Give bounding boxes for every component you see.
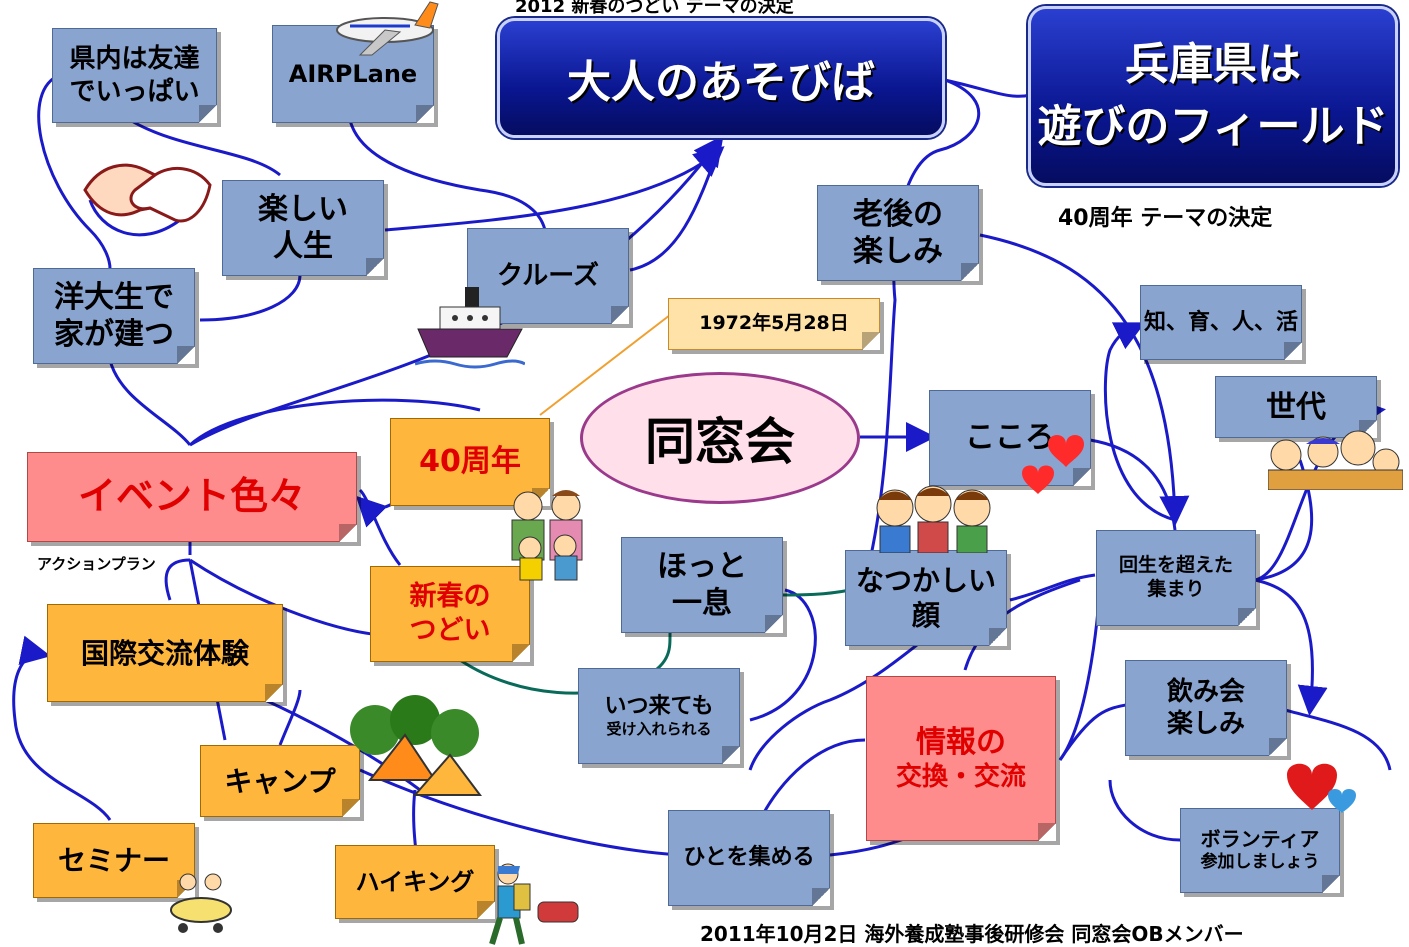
hyogo-line-2: 遊びのフィールド bbox=[1037, 101, 1389, 152]
hiker-icon bbox=[489, 863, 579, 945]
note-kokusai: 国際交流体験 bbox=[47, 604, 283, 702]
heart-balloon-icon bbox=[1287, 763, 1356, 813]
note-itsu-line-2: 受け入れられる bbox=[606, 720, 712, 739]
main-theme-box: 大人のあそびば bbox=[497, 18, 945, 138]
note-seminar-label: セミナー bbox=[57, 844, 170, 877]
note-nomikai-line-1: 飲み会 bbox=[1166, 676, 1245, 707]
note-seminar: セミナー bbox=[33, 823, 195, 898]
note-kaisei: 回生を超えた 集まり bbox=[1096, 530, 1256, 626]
note-hito: ひとを集める bbox=[668, 810, 830, 906]
hyogo-box: 兵庫県は 遊びのフィールド bbox=[1028, 6, 1398, 186]
note-kaisei-line-1: 回生を超えた bbox=[1118, 554, 1233, 577]
note-anniv40: 40周年 bbox=[390, 418, 550, 506]
center-oval: 同窓会 bbox=[580, 372, 860, 504]
main-theme-label: 大人のあそびば bbox=[567, 57, 875, 108]
note-chiiku: 知、育、人、活 bbox=[1140, 285, 1302, 360]
note-hotto-line-2: 一息 bbox=[672, 586, 732, 621]
date-note: 1972年5月28日 bbox=[668, 298, 880, 350]
anniv-caption: 40周年 テーマの決定 bbox=[1058, 206, 1273, 231]
note-cruise-label: クルーズ bbox=[497, 260, 599, 291]
kids-icon bbox=[876, 485, 991, 553]
note-camp-label: キャンプ bbox=[224, 764, 336, 798]
note-nomikai: 飲み会 楽しみ bbox=[1125, 660, 1287, 756]
note-hito-label: ひとを集める bbox=[683, 845, 815, 871]
note-kennai-line-2: でいっぱい bbox=[69, 76, 200, 107]
note-tanoshii-line-1: 楽しい bbox=[258, 191, 348, 227]
note-itsu: いつ来ても 受け入れられる bbox=[578, 668, 740, 764]
note-itsu-line-1: いつ来ても bbox=[604, 693, 714, 719]
note-hiking: ハイキング bbox=[335, 845, 495, 919]
note-joho-line-2: 交換・交流 bbox=[895, 762, 1026, 792]
note-volunteer-line-2: 参加しましょう bbox=[1200, 852, 1320, 873]
note-kaisei-line-2: 集まり bbox=[1147, 578, 1205, 600]
note-kokoro: こころ bbox=[929, 390, 1091, 486]
note-nomikai-line-2: 楽しみ bbox=[1166, 709, 1245, 739]
note-rougo: 老後の 楽しみ bbox=[817, 185, 979, 281]
hearts-icon bbox=[1022, 435, 1084, 494]
note-hiking-label: ハイキング bbox=[355, 868, 475, 896]
note-yodai: 洋大生で 家が建つ bbox=[33, 268, 195, 364]
note-kokoro-label: こころ bbox=[965, 420, 1055, 456]
note-shinshun-line-2: つどい bbox=[409, 615, 491, 646]
tent-icon bbox=[350, 695, 482, 796]
theme-caption: 2012 新春のつどい テーマの決定 bbox=[515, 0, 794, 17]
note-sedai: 世代 bbox=[1215, 376, 1377, 438]
note-joho-line-1: 情報の bbox=[916, 724, 1006, 760]
note-kennai-line-1: 県内は友達 bbox=[69, 44, 200, 74]
note-natsukashii-line-2: 顔 bbox=[911, 599, 940, 632]
note-natsukashii-line-1: なつかしい bbox=[855, 564, 996, 597]
date-label: 1972年5月28日 bbox=[699, 312, 849, 335]
note-event-label: イベント色々 bbox=[77, 474, 306, 519]
note-volunteer: ボランティア 参加しましょう bbox=[1180, 808, 1340, 893]
note-joho: 情報の 交換・交流 bbox=[866, 676, 1056, 841]
airplane-icon bbox=[336, 1, 439, 56]
note-rougo-line-1: 老後の bbox=[853, 196, 943, 232]
note-hotto: ほっと 一息 bbox=[621, 537, 783, 633]
hyogo-line-1: 兵庫県は bbox=[1125, 39, 1301, 91]
note-yodai-line-1: 洋大生で bbox=[54, 279, 174, 315]
note-hotto-line-1: ほっと bbox=[657, 548, 747, 584]
handshake-icon bbox=[83, 163, 212, 223]
elders-icon bbox=[1268, 430, 1403, 490]
note-chiiku-label: 知、育、人、活 bbox=[1143, 309, 1298, 335]
note-kokusai-label: 国際交流体験 bbox=[80, 636, 249, 670]
note-shinshun-line-1: 新春の bbox=[409, 581, 491, 613]
note-rougo-line-2: 楽しみ bbox=[853, 234, 943, 269]
note-natsukashii: なつかしい 顔 bbox=[845, 550, 1007, 646]
meeting-icon bbox=[170, 873, 232, 933]
ship-icon bbox=[415, 287, 525, 369]
note-airplane: AIRPLane bbox=[272, 25, 434, 123]
note-sedai-label: 世代 bbox=[1266, 390, 1326, 425]
note-yodai-line-2: 家が建つ bbox=[54, 317, 174, 352]
action-plan-label: アクションプラン bbox=[37, 555, 156, 573]
note-camp: キャンプ bbox=[200, 745, 360, 817]
note-tanoshii-line-2: 人生 bbox=[273, 229, 333, 264]
family-icon bbox=[511, 490, 583, 581]
note-shinshun: 新春の つどい bbox=[370, 566, 530, 662]
note-tanoshii: 楽しい 人生 bbox=[222, 180, 384, 276]
footer-caption: 2011年10月2日 海外養成塾事後研修会 同窓会OBメンバー bbox=[700, 922, 1244, 946]
note-airplane-label: AIRPLane bbox=[288, 60, 418, 88]
note-event: イベント色々 bbox=[27, 452, 357, 542]
note-kennai: 県内は友達 でいっぱい bbox=[52, 28, 217, 123]
center-label: 同窓会 bbox=[645, 413, 795, 471]
note-anniv40-label: 40周年 bbox=[419, 444, 521, 480]
note-volunteer-line-1: ボランティア bbox=[1200, 827, 1320, 852]
